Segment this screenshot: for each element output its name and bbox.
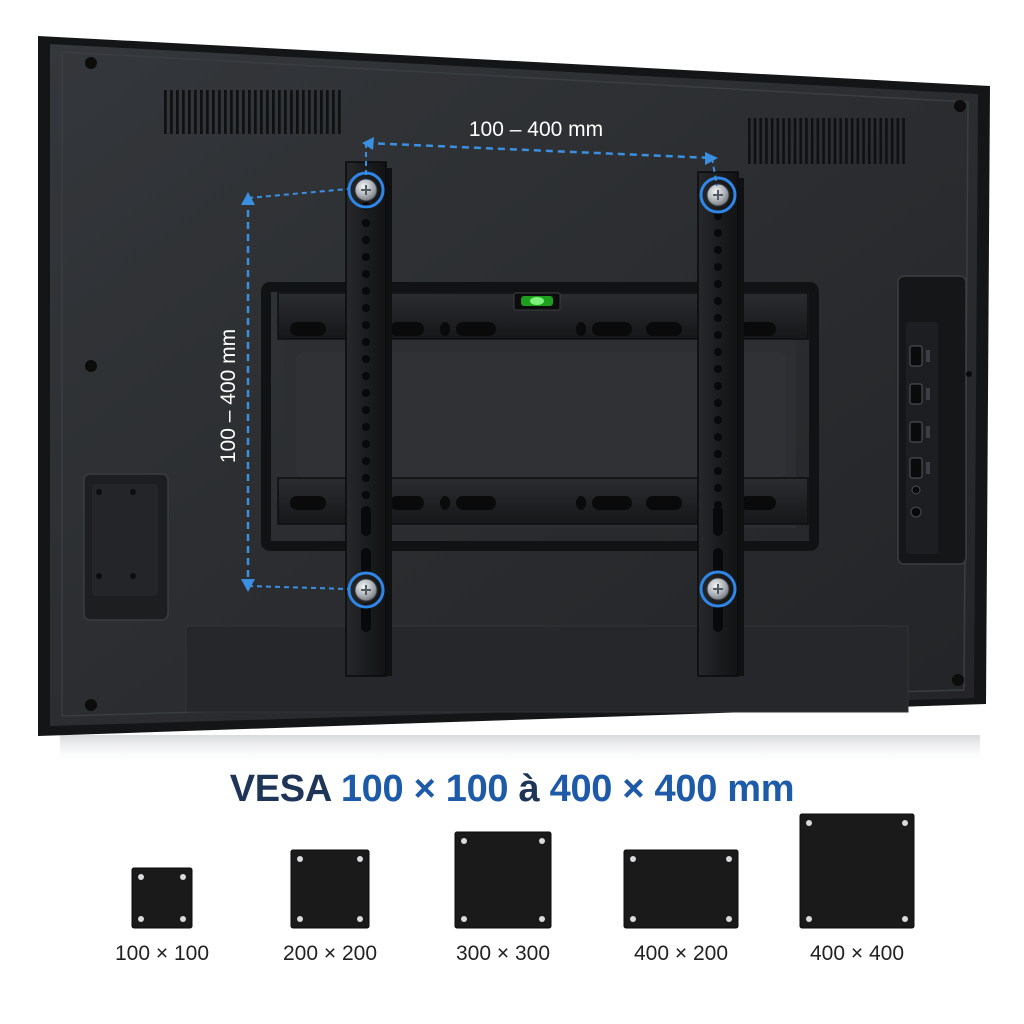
screw-hole-icon [85, 57, 97, 69]
access-panel [83, 473, 169, 621]
horizontal-dimension-label: 100 – 400 mm [469, 118, 603, 141]
hdmi-port-icon [909, 383, 930, 405]
vertical-dimension-label: 100 – 400 mm [217, 329, 240, 463]
tv-shadow [60, 735, 980, 765]
screw-hole-icon [952, 674, 964, 686]
screw-icon [347, 571, 385, 609]
hdmi-port-icon [909, 457, 930, 479]
vesa-pattern-icon [623, 849, 739, 929]
port-panel [897, 275, 972, 565]
bottom-recess [185, 625, 909, 713]
vent-grille-right [748, 118, 905, 164]
vesa-pattern-label: 100 × 100 [114, 942, 209, 965]
mount-arm-left [345, 161, 392, 677]
hdmi-port-icon [909, 345, 930, 367]
screw-icon [699, 176, 737, 214]
screw-hole-icon [85, 360, 97, 372]
vesa-pattern-row [131, 813, 915, 929]
screw-hole-icon [954, 100, 966, 112]
vesa-pattern-label: 200 × 200 [282, 942, 377, 965]
heading-from-pattern: 100 × 100 [340, 768, 509, 810]
vesa-pattern-icon [799, 813, 915, 929]
vesa-pattern-label: 400 × 200 [633, 942, 728, 965]
dimension-horizontal: 100 – 400 mm [362, 118, 718, 187]
vesa-pattern-icon [454, 831, 552, 929]
vent-grille-left [164, 90, 341, 134]
bubble-level-icon [513, 292, 561, 311]
vesa-pattern-label: 400 × 400 [809, 942, 904, 965]
vesa-pattern-label: 300 × 300 [455, 942, 550, 965]
heading-to-pattern: 400 × 400 mm [549, 768, 795, 810]
heading-connector: à [518, 768, 540, 810]
dimension-vertical: 100 – 400 mm [217, 188, 349, 592]
screw-icon [699, 570, 737, 608]
heading-prefix: VESA [229, 768, 331, 810]
vesa-pattern-icon [290, 849, 370, 929]
vesa-heading: VESA 100 × 100 à 400 × 400 mm [0, 768, 1024, 811]
screw-hole-icon [85, 699, 97, 711]
hdmi-port-icon [909, 421, 930, 443]
vesa-pattern-icon [131, 867, 193, 929]
